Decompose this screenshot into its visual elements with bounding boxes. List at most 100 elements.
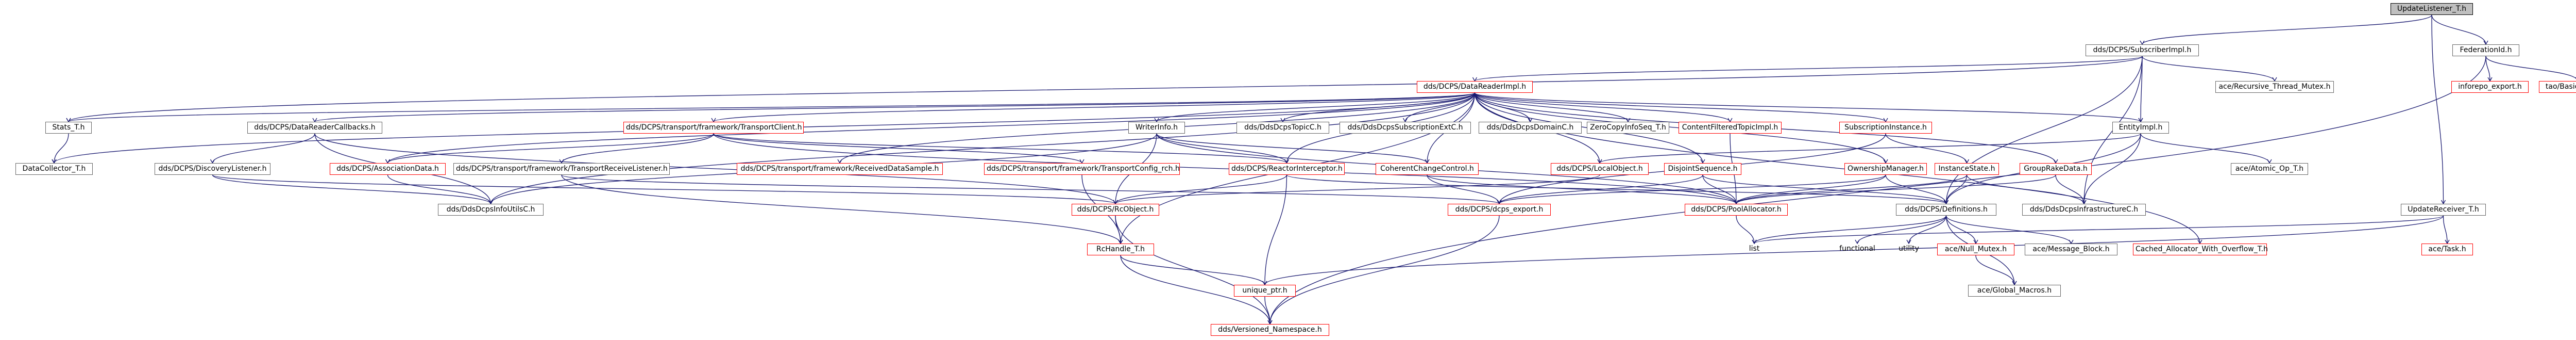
edge-data-reader-impl-to-stats-t <box>68 92 1476 122</box>
edge-arrowhead <box>2267 159 2272 164</box>
edge-entity-impl-to-dcps-infrastructure-c <box>2083 133 2141 204</box>
edge-ownership-manager-to-definitions <box>1885 174 1947 204</box>
node-discovery-listener[interactable]: dds/DCPS/DiscoveryListener.h <box>155 163 270 175</box>
edge-rc-handle-to-unique-ptr <box>1120 255 1265 285</box>
edge-reactor-interceptor-to-rc-object <box>1115 174 1287 204</box>
node-definitions[interactable]: dds/DCPS/Definitions.h <box>1896 204 1996 216</box>
edge-association-data-to-dcps-info-utils-c <box>387 174 492 204</box>
edge-definitions-to-null-mutex <box>1945 215 1976 244</box>
node-transport-config-rch[interactable]: dds/DCPS/transport/framework/TransportCo… <box>984 163 1180 175</box>
node-basic-types[interactable]: tao/Basic_Types.h <box>2539 81 2576 93</box>
edge-instance-state-to-dcps-infrastructure-c <box>1966 174 2084 204</box>
node-stats-t[interactable]: Stats_T.h <box>45 122 92 134</box>
node-versioned-namespace[interactable]: dds/Versioned_Namespace.h <box>1211 324 1329 336</box>
node-data-collector[interactable]: DataCollector_T.h <box>15 163 93 175</box>
edge-arrowhead <box>1906 239 1911 245</box>
node-subscription-instance[interactable]: SubscriptionInstance.h <box>1839 122 1932 134</box>
edge-reactor-interceptor-to-definitions <box>1286 174 1947 204</box>
node-null-mutex[interactable]: ace/Null_Mutex.h <box>1937 244 2014 255</box>
edge-disjoint-sequence-to-dcps-export <box>1499 174 1703 204</box>
edge-data-reader-impl-to-transport-client <box>713 92 1476 122</box>
edge-update-listener-to-federation-id <box>2431 14 2486 45</box>
node-transport-receive-listener[interactable]: dds/DCPS/transport/framework/TransportRe… <box>453 163 670 175</box>
edge-data-reader-impl-to-dcps-subscription-ext-c <box>1404 92 1476 122</box>
node-dcps-export[interactable]: dds/DCPS/dcps_export.h <box>1448 204 1551 216</box>
node-update-listener[interactable]: UpdateListener_T.h <box>2391 3 2473 15</box>
edge-dcps-export-to-versioned-namespace <box>1269 215 1500 325</box>
edge-ownership-manager-to-pool-allocator <box>1736 174 1886 204</box>
node-writer-info[interactable]: WriterInfo.h <box>1128 122 1185 134</box>
node-zero-copy-info-seq[interactable]: ZeroCopyInfoSeq_T.h <box>1587 122 1669 134</box>
edge-disjoint-sequence-to-definitions <box>1702 174 1947 204</box>
node-transport-client[interactable]: dds/DCPS/transport/framework/TransportCl… <box>623 122 804 134</box>
node-pool-allocator[interactable]: dds/DCPS/PoolAllocator.h <box>1685 204 1788 216</box>
node-instance-state[interactable]: InstanceState.h <box>1935 163 1999 175</box>
edge-transport-receive-listener-to-rc-handle <box>561 174 1121 244</box>
node-content-filtered-topic[interactable]: ContentFilteredTopicImpl.h <box>1679 122 1782 134</box>
edge-disjoint-sequence-to-pool-allocator <box>1702 174 1737 204</box>
edge-stats-t-to-data-collector <box>54 133 69 164</box>
edge-arrowhead <box>1883 159 1888 164</box>
edge-data-reader-impl-to-association-data <box>387 92 1476 164</box>
node-dcps-subscription-ext-c[interactable]: dds/DdsDcpsSubscriptionExtC.h <box>1340 122 1471 134</box>
node-rc-object[interactable]: dds/DCPS/RcObject.h <box>1072 204 1159 216</box>
edge-transport-client-to-transport-receive-listener <box>561 133 714 164</box>
node-inforepo-export[interactable]: inforepo_export.h <box>2451 81 2529 93</box>
edge-definitions-to-functional <box>1857 215 1947 244</box>
node-message-block[interactable]: ace/Message_Block.h <box>2025 244 2117 255</box>
node-list[interactable]: list <box>1749 245 1760 253</box>
node-update-receiver[interactable]: UpdateReceiver_T.h <box>2401 204 2486 216</box>
node-received-data-sample[interactable]: dds/DCPS/transport/framework/ReceivedDat… <box>737 163 943 175</box>
node-dcps-domain-c[interactable]: dds/DdsDcpsDomainC.h <box>1479 122 1582 134</box>
node-data-reader-callbacks[interactable]: dds/DCPS/DataReaderCallbacks.h <box>247 122 382 134</box>
edge-arrowhead <box>2053 159 2058 164</box>
node-data-reader-impl[interactable]: dds/DCPS/DataReaderImpl.h <box>1417 81 1533 93</box>
edge-definitions-to-message-block <box>1945 215 2072 244</box>
edge-subscriber-impl-to-data-reader-impl <box>1474 56 2143 82</box>
node-recursive-mutex[interactable]: ace/Recursive_Thread_Mutex.h <box>2215 81 2334 93</box>
node-functional[interactable]: functional <box>1839 245 1875 253</box>
node-ace-task[interactable]: ace/Task.h <box>2421 244 2473 255</box>
edge-update-receiver-to-unique-ptr <box>1264 215 2444 285</box>
node-dcps-topic-c[interactable]: dds/DdsDcpsTopicC.h <box>1236 122 1329 134</box>
node-unique-ptr[interactable]: unique_ptr.h <box>1234 285 1296 297</box>
node-disjoint-sequence[interactable]: DisjointSequence.h <box>1664 163 1741 175</box>
edge-data-reader-impl-to-subscription-instance <box>1474 92 1886 122</box>
node-group-rake-data[interactable]: GroupRakeData.h <box>2020 163 2092 175</box>
edge-update-listener-to-update-receiver <box>2431 14 2444 204</box>
edge-discovery-listener-to-dcps-info-utils-c <box>212 174 492 204</box>
node-entity-impl[interactable]: EntityImpl.h <box>2112 122 2169 134</box>
node-federation-id[interactable]: FederationId.h <box>2452 44 2519 56</box>
node-dcps-info-utils-c[interactable]: dds/DdsDcpsInfoUtilsC.h <box>438 204 544 216</box>
node-cached-allocator[interactable]: Cached_Allocator_With_Overflow_T.h <box>2133 244 2268 255</box>
edge-subscription-instance-to-instance-state <box>1885 133 1968 164</box>
node-local-object[interactable]: dds/DCPS/LocalObject.h <box>1551 163 1649 175</box>
node-coherent-change-control[interactable]: CoherentChangeControl.h <box>1376 163 1479 175</box>
edge-transport-client-to-transport-config-rch <box>713 133 1082 164</box>
node-utility[interactable]: utility <box>1899 245 1919 253</box>
edge-data-reader-impl-to-entity-impl <box>1474 92 2141 122</box>
edge-arrowhead <box>1472 77 1478 82</box>
edge-group-rake-data-to-pool-allocator <box>1736 174 2056 204</box>
edge-reactor-interceptor-to-unique-ptr <box>1264 174 1287 285</box>
edge-discovery-listener-to-rc-object <box>212 174 1116 204</box>
node-reactor-interceptor[interactable]: dds/DCPS/ReactorInterceptor.h <box>1229 163 1345 175</box>
edge-pool-allocator-to-list <box>1736 215 1755 244</box>
node-rc-handle[interactable]: RcHandle_T.h <box>1087 244 1154 255</box>
edge-unique-ptr-to-versioned-namespace <box>1264 296 1270 325</box>
edge-data-reader-impl-to-zero-copy-info-seq <box>1474 92 1629 122</box>
node-atomic-op[interactable]: ace/Atomic_Op_T.h <box>2231 163 2308 175</box>
node-association-data[interactable]: dds/DCPS/AssociationData.h <box>330 163 446 175</box>
edge-group-rake-data-to-dcps-infrastructure-c <box>2055 174 2084 204</box>
node-dcps-infrastructure-c[interactable]: dds/DdsDcpsInfrastructureC.h <box>2022 204 2146 216</box>
edge-definitions-to-list <box>1754 215 1947 244</box>
node-global-macros[interactable]: ace/Global_Macros.h <box>1968 285 2061 297</box>
edge-arrowhead <box>1752 239 1757 245</box>
edge-data-reader-impl-to-content-filtered-topic <box>1474 92 1731 122</box>
node-ownership-manager[interactable]: OwnershipManager.h <box>1844 163 1927 175</box>
node-subscriber-impl[interactable]: dds/DCPS/SubscriberImpl.h <box>2086 44 2199 56</box>
edge-transport-receive-listener-to-dcps-export <box>561 174 1500 204</box>
edge-subscriber-impl-to-recursive-mutex <box>2142 56 2275 82</box>
edge-arrowhead <box>2069 239 2074 245</box>
edge-arrowhead <box>1964 159 1970 164</box>
